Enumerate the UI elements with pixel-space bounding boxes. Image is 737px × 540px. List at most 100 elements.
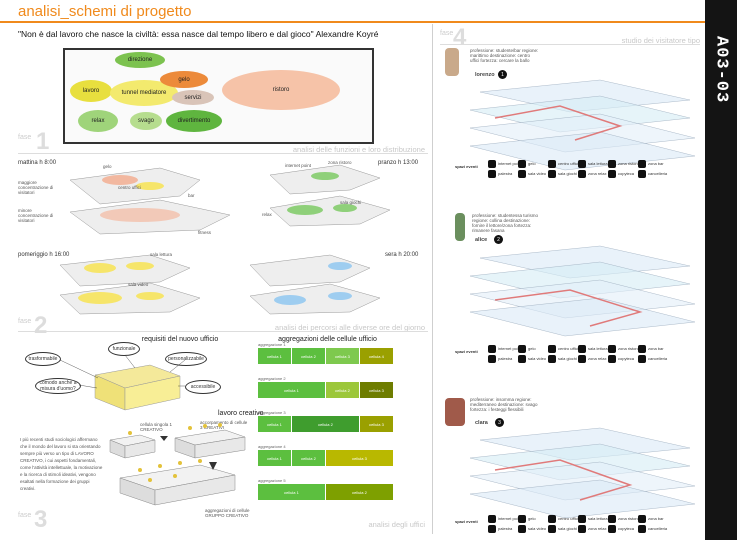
legend-label: copyteca: [618, 526, 635, 532]
space-icon: [638, 345, 646, 353]
space-icon: [548, 355, 556, 363]
office-cell: cellula 2: [326, 382, 359, 398]
office-cell: cellula 2: [292, 348, 325, 364]
aggregazione-label: aggregazione 3: [258, 410, 286, 415]
space-icon: [608, 515, 616, 523]
fase-3-caption: analisi degli uffici: [368, 520, 425, 529]
title-rule: [0, 21, 705, 23]
space-icon: [638, 355, 646, 363]
legend-item: copyteca: [608, 355, 634, 363]
legend-label: sala video: [528, 356, 547, 362]
legend-item: copyteca: [608, 170, 634, 178]
legend-item: palestra: [488, 355, 512, 363]
legend-item: sala video: [518, 355, 546, 363]
aggregazione-label: aggregazione 5: [258, 478, 286, 483]
office-cell: cellula 1: [258, 416, 291, 432]
visitor-lorenzo-desc: professione: studente/bar regione: marit…: [470, 48, 539, 63]
quote: "Non è dal lavoro che nasce la civiltà: …: [18, 29, 378, 39]
divider: [18, 331, 428, 332]
room-relax: relax: [78, 110, 118, 132]
space-icon: [548, 345, 556, 353]
office-cell: cellula 1: [258, 382, 325, 398]
plan-pranzo: [269, 164, 391, 227]
space-icon: [578, 345, 586, 353]
legend-label: zona relax: [588, 526, 607, 532]
space-icon: [518, 355, 526, 363]
space-icon: [638, 525, 646, 533]
space-icon: [638, 170, 646, 178]
page-title: analisi_schemi di progetto: [18, 3, 192, 20]
stack-lorenzo: [469, 79, 696, 171]
legend-label: zona relax: [588, 171, 607, 177]
space-icon: [488, 355, 496, 363]
space-icon: [488, 345, 496, 353]
fase-label-4: fase: [440, 30, 454, 37]
req-personalizzabile: personalizzabile: [165, 352, 207, 366]
space-icon: [548, 170, 556, 178]
space-icon: [608, 345, 616, 353]
legend-label: sala video: [528, 171, 547, 177]
legend-item: zona ristoro: [608, 160, 639, 168]
visitor-alice-num: 2: [494, 235, 503, 244]
side-bar: [705, 0, 737, 540]
legend-item: sala lettura: [578, 160, 608, 168]
note-min: minore concentrazione di visitatori: [18, 208, 54, 223]
legend-item: sala video: [518, 170, 546, 178]
legend-label: internet point: [498, 516, 522, 522]
column-divider: [432, 24, 433, 534]
space-icon: [518, 345, 526, 353]
legend-item: sala giochi: [548, 525, 577, 533]
room-servizi: servizi: [172, 90, 214, 105]
fase-1-caption: analisi delle funzioni e loro distribuzi…: [292, 145, 425, 154]
legend-item: internet point: [488, 515, 521, 523]
office-cell: cellula 1: [258, 450, 291, 466]
space-icon: [518, 170, 526, 178]
spazi-eventi-label: spazi eventi: [455, 349, 478, 354]
visitor-clara-photo: [445, 398, 465, 426]
lavoro-creativo-title: lavoro creativo: [218, 410, 264, 417]
office-cell: cellula 1: [258, 348, 291, 364]
space-icon: [548, 160, 556, 168]
spazi-eventi-label: spazi eventi: [455, 519, 478, 524]
room-svago: svago: [130, 112, 162, 130]
divider: [440, 44, 700, 45]
legend-item: zona ristoro: [608, 515, 639, 523]
office-cell: cellula 3: [326, 348, 359, 364]
legend-label: copyteca: [618, 356, 635, 362]
room-ristoro: ristoro: [222, 70, 340, 110]
legend-item: zona bar: [638, 515, 664, 523]
office-cell: cellula 3: [360, 416, 393, 432]
divider: [18, 153, 428, 154]
space-icon: [578, 525, 586, 533]
legend-item: zona ristoro: [608, 345, 639, 353]
aggregazioni-title: aggregazioni delle cellule ufficio: [278, 336, 377, 343]
legend-label: sala lettura: [588, 346, 608, 352]
legend-item: sala giochi: [548, 170, 577, 178]
fase-label-3: fase: [18, 512, 32, 519]
uffici-testo: I più recenti studi sociologici afferman…: [20, 437, 103, 491]
plan-mattina: [69, 167, 231, 235]
note-max: maggiore concentrazione di visitatori: [18, 180, 54, 195]
legend-label: cancelleria: [648, 356, 668, 362]
visitor-lorenzo-name: lorenzo: [475, 72, 495, 78]
legend-item: gelo: [518, 515, 536, 523]
fase-3-number: 3: [34, 506, 48, 533]
visitor-clara-name: clara: [475, 420, 488, 426]
time-pomeriggio: pomeriggio h 16:00: [18, 252, 70, 258]
legend-label: zona relax: [588, 356, 607, 362]
space-icon: [638, 160, 646, 168]
legend-item: sala giochi: [548, 355, 577, 363]
legend-item: gelo: [518, 345, 536, 353]
visitor-clara-num: 3: [495, 418, 504, 427]
space-icon: [488, 170, 496, 178]
space-icon: [488, 525, 496, 533]
requisiti-title: requisiti del nuovo ufficio: [141, 336, 219, 343]
legend-item: zona relax: [578, 355, 606, 363]
lbl-video: sala video: [128, 282, 149, 287]
legend-item: cancelleria: [638, 525, 667, 533]
space-icon: [578, 170, 586, 178]
aggregazione-label: aggregazione 4: [258, 444, 286, 449]
fase-1-number: 1: [36, 128, 50, 155]
accorpamento: accorpamento di cellule 3 CREATIVI: [200, 420, 248, 430]
visitor-alice-desc: professione: studentessa turismo regione…: [472, 213, 539, 233]
